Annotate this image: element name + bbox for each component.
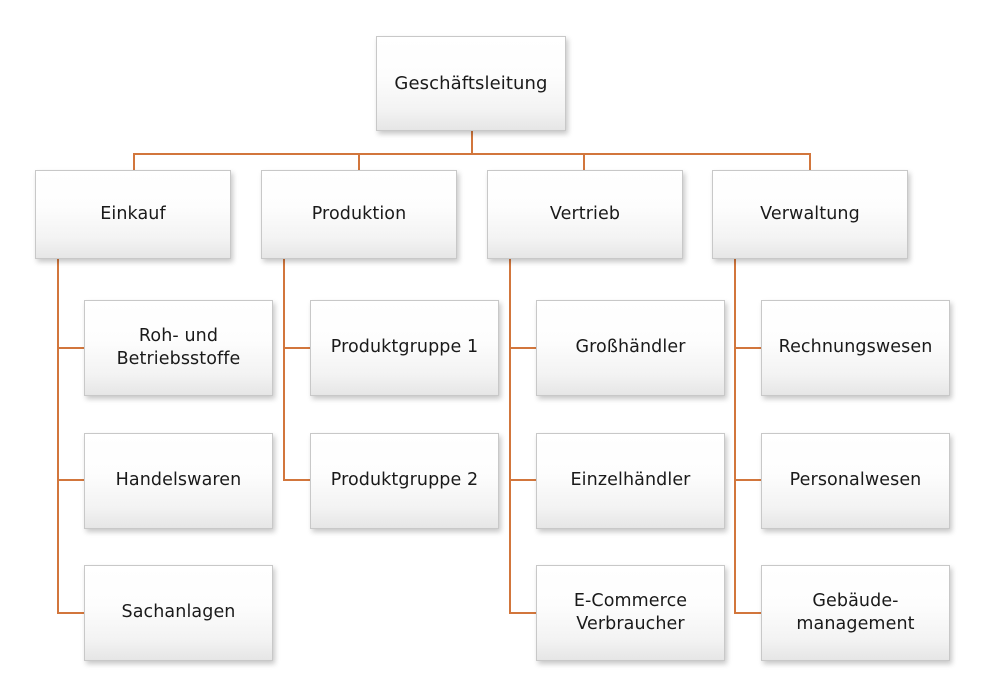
connector-branch-vertrieb-1 (509, 347, 537, 349)
connector-level1-bus (133, 153, 811, 155)
node-produktion[interactable]: Produktion (261, 170, 457, 259)
node-handelswaren[interactable]: Handelswaren (84, 433, 273, 529)
node-einkauf[interactable]: Einkauf (35, 170, 231, 259)
node-einzelhaendler[interactable]: Einzelhändler (536, 433, 725, 529)
connector-spine-verwaltung (734, 259, 736, 614)
connector-spine-einkauf (57, 259, 59, 614)
connector-branch-einkauf-2 (57, 479, 85, 481)
node-rechnungswesen[interactable]: Rechnungswesen (761, 300, 950, 396)
connector-branch-verwaltung-3 (734, 612, 762, 614)
connector-drop-vertrieb (583, 153, 585, 171)
node-produktgruppe-2[interactable]: Produktgruppe 2 (310, 433, 499, 529)
connector-branch-vertrieb-2 (509, 479, 537, 481)
node-geschaeftsleitung[interactable]: Geschäftsleitung (376, 36, 566, 131)
connector-branch-produktion-2 (283, 479, 311, 481)
node-roh-und-betriebsstoffe[interactable]: Roh- und Betriebsstoffe (84, 300, 273, 396)
connector-root-stem (471, 131, 473, 155)
node-vertrieb[interactable]: Vertrieb (487, 170, 683, 259)
node-grosshaendler[interactable]: Großhändler (536, 300, 725, 396)
connector-branch-einkauf-3 (57, 612, 85, 614)
connector-branch-einkauf-1 (57, 347, 85, 349)
node-e-commerce-verbraucher[interactable]: E-Commerce Verbraucher (536, 565, 725, 661)
node-produktgruppe-1[interactable]: Produktgruppe 1 (310, 300, 499, 396)
connector-drop-produktion (358, 153, 360, 171)
connector-branch-verwaltung-1 (734, 347, 762, 349)
node-verwaltung[interactable]: Verwaltung (712, 170, 908, 259)
node-gebaeudemanagement[interactable]: Gebäude- management (761, 565, 950, 661)
node-sachanlagen[interactable]: Sachanlagen (84, 565, 273, 661)
connector-drop-verwaltung (809, 153, 811, 171)
connector-branch-produktion-1 (283, 347, 311, 349)
connector-spine-vertrieb (509, 259, 511, 614)
node-personalwesen[interactable]: Personalwesen (761, 433, 950, 529)
connector-branch-verwaltung-2 (734, 479, 762, 481)
connector-spine-produktion (283, 259, 285, 481)
connector-branch-vertrieb-3 (509, 612, 537, 614)
connector-drop-einkauf (133, 153, 135, 171)
